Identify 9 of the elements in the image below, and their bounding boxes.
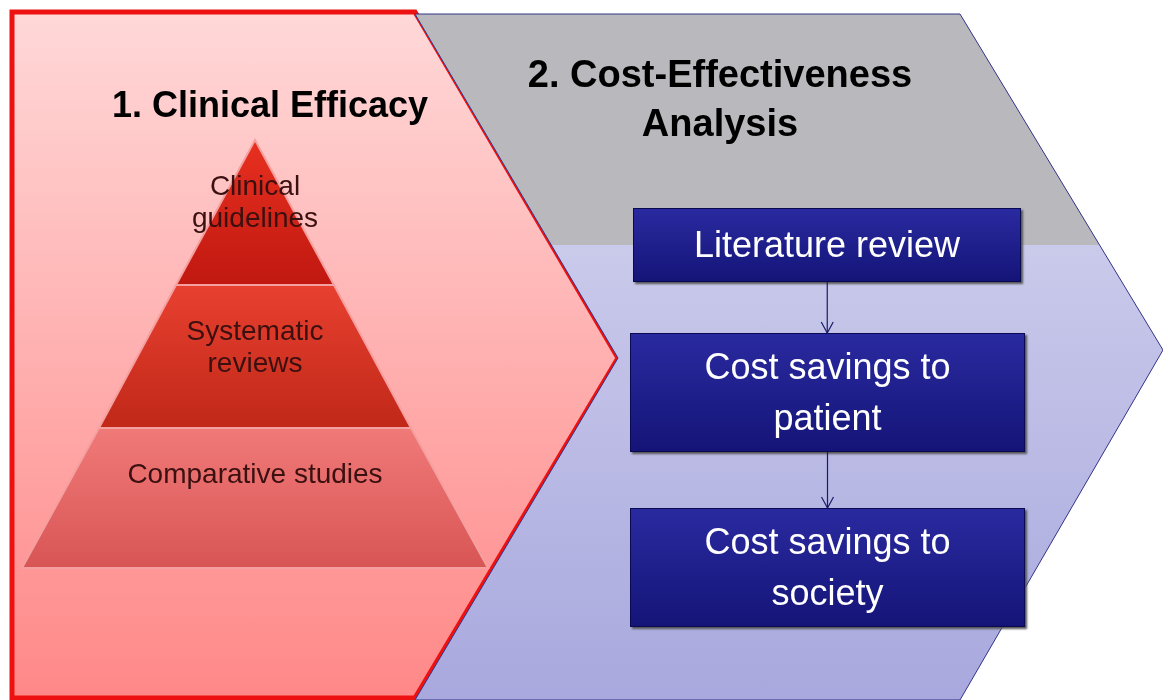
process-box: Cost savings to society <box>630 508 1025 627</box>
section-heading: 1. Clinical Efficacy <box>110 83 430 127</box>
process-box: Literature review <box>633 208 1021 282</box>
tier-label: Systematic reviews <box>185 315 325 380</box>
tier-label: Comparative studies <box>126 458 384 491</box>
arrow <box>820 451 835 509</box>
arrow <box>820 281 834 334</box>
process-box: Cost savings to patient <box>630 333 1025 452</box>
section-heading: 2. Cost-Effectiveness Analysis <box>526 52 914 147</box>
